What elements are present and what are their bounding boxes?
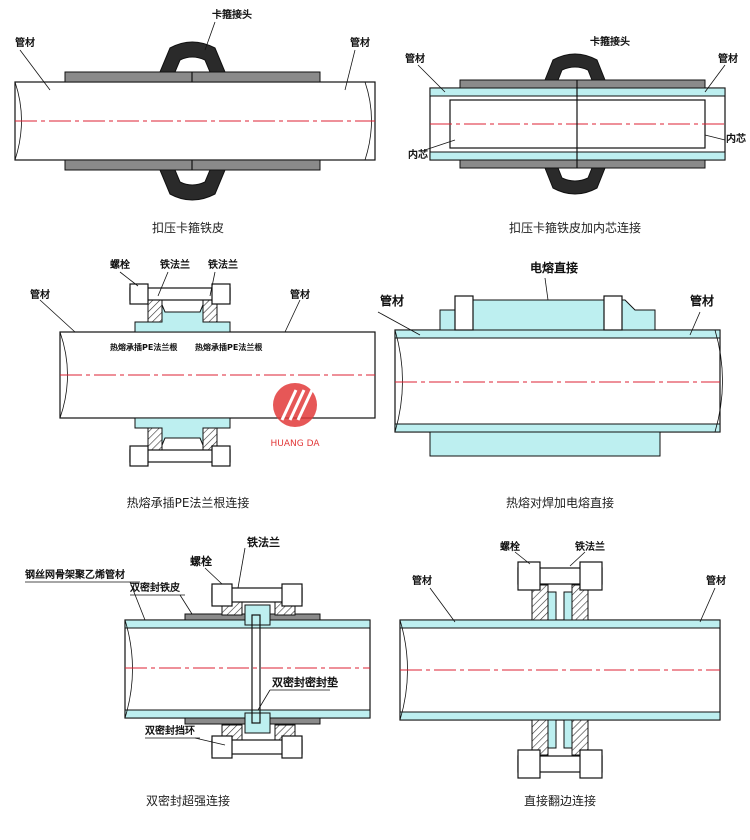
label-pipe-left: 管材: [412, 574, 432, 587]
caption-5: 双密封超强连接: [146, 793, 230, 808]
label-flange-right: 铁法兰: [208, 258, 238, 271]
caption-4: 热熔对焊加电熔直接: [506, 495, 614, 510]
label-gasket: 双密封密封垫: [272, 675, 338, 689]
label-pipe-left: 管材: [405, 52, 425, 65]
logo-text: HUANG DA: [270, 439, 320, 449]
label-pipe: 钢丝网骨架聚乙烯管材: [25, 568, 125, 581]
label-ring: 双密封挡环: [145, 724, 195, 737]
panel-pe-flange-stub: 螺栓 铁法兰 铁法兰 管材 管材 热熔承插PE法兰根 热熔承插PE法兰根 热熔承…: [30, 258, 376, 510]
caption-6: 直接翻边连接: [524, 793, 596, 808]
label-core-left: 内芯: [408, 148, 428, 161]
huangda-logo: HUANG DA: [270, 383, 320, 449]
panel-clamp-core: 管材 管材 卡箍接头 内芯 内芯 扣压卡箍铁皮加内芯连接: [405, 35, 746, 235]
label-pipe-left: 管材: [30, 288, 50, 301]
label-pipe-right: 管材: [690, 293, 714, 308]
panel-flanged-direct: 螺栓 铁法兰 管材 管材 直接翻边连接: [399, 540, 726, 808]
label-clamp: 卡箍接头: [590, 35, 630, 48]
label-clamp: 卡箍接头: [212, 8, 252, 21]
label-flange: 铁法兰: [575, 540, 605, 553]
panel-butt-fusion-electrofusion: 电熔直接 管材 管材 热熔对焊加电熔直接: [377, 260, 723, 510]
label-bolt: 螺栓: [500, 540, 520, 553]
label-pipe-left: 管材: [15, 36, 35, 49]
label-pipe-right: 管材: [290, 288, 310, 301]
label-pipe-left: 管材: [380, 293, 404, 308]
label-pipe-right: 管材: [718, 52, 738, 65]
label-pipe-right: 管材: [706, 574, 726, 587]
caption-1: 扣压卡箍铁皮: [152, 220, 224, 235]
label-sheet: 双密封铁皮: [130, 581, 180, 594]
label-coupling: 电熔直接: [530, 260, 578, 275]
label-bolt: 螺栓: [110, 258, 130, 271]
label-flange-left: 铁法兰: [160, 258, 190, 271]
label-pipe-right: 管材: [350, 36, 370, 49]
caption-2: 扣压卡箍铁皮加内芯连接: [509, 220, 641, 235]
label-stub-left: 热熔承插PE法兰根: [110, 342, 177, 352]
caption-3: 热熔承插PE法兰根连接: [127, 495, 250, 510]
label-flange: 铁法兰: [247, 535, 280, 549]
label-stub-right: 热熔承插PE法兰根: [195, 342, 262, 352]
label-bolt: 螺栓: [190, 554, 212, 568]
panel-clamp-sheet: 管材 管材 卡箍接头 扣压卡箍铁皮: [14, 8, 376, 235]
panel-double-seal: 钢丝网骨架聚乙烯管材 双密封铁皮 螺栓 铁法兰 双密封密封垫 双密封挡环 双密封…: [25, 535, 371, 808]
label-core-right: 内芯: [726, 132, 746, 145]
